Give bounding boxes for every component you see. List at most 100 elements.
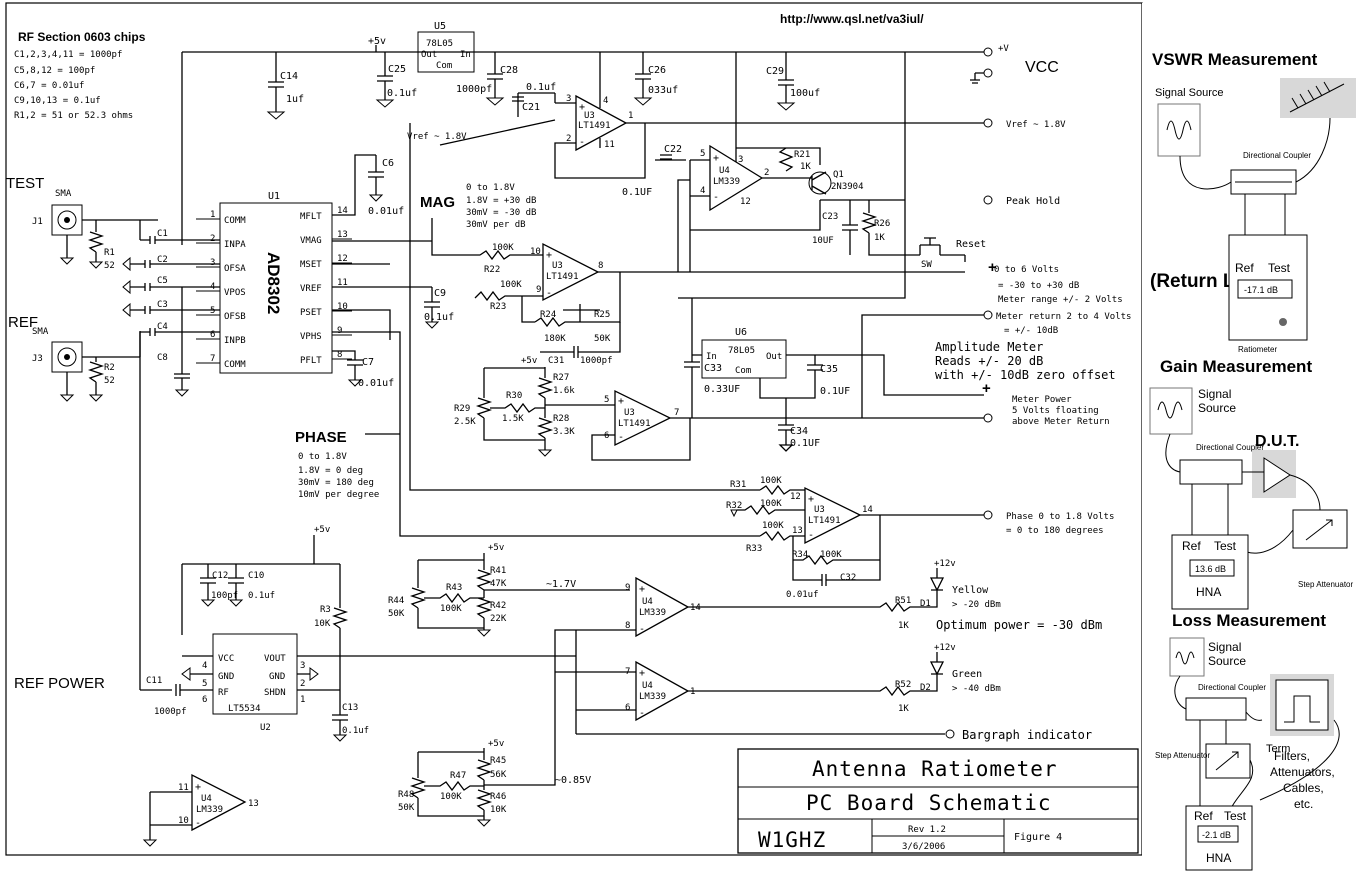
svg-text:U3: U3 (552, 261, 563, 271)
svg-text:VOUT: VOUT (264, 654, 286, 664)
svg-text:Directional Coupler: Directional Coupler (1196, 443, 1264, 452)
svg-text:100K: 100K (440, 604, 462, 614)
svg-text:100uf: 100uf (790, 88, 820, 99)
svg-text:11: 11 (178, 783, 189, 793)
svg-text:Directional Coupler: Directional Coupler (1243, 151, 1311, 160)
svg-text:6: 6 (202, 695, 207, 705)
svg-text:180K: 180K (544, 334, 566, 344)
svg-text:-: - (618, 432, 624, 443)
svg-text:with +/- 10dB zero offset: with +/- 10dB zero offset (935, 368, 1116, 382)
svg-text:U2: U2 (260, 723, 271, 733)
svg-text:U5: U5 (434, 21, 446, 32)
svg-text:R34: R34 (792, 550, 808, 560)
svg-text:78L05: 78L05 (728, 346, 755, 356)
svg-text:C14: C14 (280, 71, 298, 82)
svg-text:J3: J3 (32, 354, 43, 364)
svg-text:U3: U3 (624, 408, 635, 418)
svg-text:R48: R48 (398, 790, 414, 800)
svg-text:TEST: TEST (6, 175, 44, 192)
svg-text:78L05: 78L05 (426, 39, 453, 49)
svg-text:1.8V = 0 deg: 1.8V = 0 deg (298, 466, 363, 476)
svg-text:R29: R29 (454, 404, 470, 414)
svg-text:~0.85V: ~0.85V (555, 775, 591, 786)
svg-text:R2: R2 (104, 363, 115, 373)
u1-pin-name: INPA (224, 240, 246, 250)
svg-text:-: - (195, 818, 201, 829)
svg-text:8: 8 (625, 621, 630, 631)
svg-text:C22: C22 (664, 144, 682, 155)
u1-pin-number: 2 (210, 234, 215, 244)
svg-text:Com: Com (735, 366, 751, 376)
svg-text:10mV per degree: 10mV per degree (298, 490, 379, 500)
svg-text:C10: C10 (248, 571, 264, 581)
svg-text:0.01uf: 0.01uf (368, 206, 404, 217)
svg-text:0 to 1.8V: 0 to 1.8V (298, 452, 347, 462)
svg-text:+: + (546, 250, 552, 261)
svg-text:10K: 10K (314, 619, 331, 629)
notes-line: R1,2 = 51 or 52.3 ohms (14, 111, 133, 121)
svg-text:Yellow: Yellow (952, 585, 989, 596)
u1-pin-number: 5 (210, 306, 215, 316)
svg-text:U4: U4 (642, 597, 653, 607)
svg-text:C28: C28 (500, 65, 518, 76)
svg-text:Meter return 2 to 4 Volts: Meter return 2 to 4 Volts (996, 312, 1131, 322)
svg-text:Signal Source: Signal Source (1155, 87, 1224, 99)
svg-text:R25: R25 (594, 310, 610, 320)
svg-text:2: 2 (764, 168, 769, 178)
svg-text:100K: 100K (492, 243, 514, 253)
svg-text:30mV per dB: 30mV per dB (466, 220, 526, 230)
svg-text:= 0 to 180 degrees: = 0 to 180 degrees (1006, 526, 1104, 536)
u1-pin-name: OFSB (224, 312, 246, 322)
svg-text:-: - (546, 288, 552, 299)
svg-text:033uf: 033uf (648, 85, 678, 96)
svg-text:> -40 dBm: > -40 dBm (952, 684, 1001, 694)
svg-text:LT1491: LT1491 (618, 419, 651, 429)
u1-pin-name: VREF (300, 284, 322, 294)
svg-text:+V: +V (998, 44, 1009, 54)
svg-text:D2: D2 (920, 683, 931, 693)
u4-led-drivers: +5v R41 47K R42 22K R44 50K R43 100K ~1.… (388, 543, 1102, 827)
u1-pin-number: 3 (210, 258, 215, 268)
svg-text:Optimum power = -30 dBm: Optimum power = -30 dBm (936, 618, 1102, 632)
svg-text:+: + (618, 396, 624, 407)
svg-text:0 to 1.8V: 0 to 1.8V (466, 183, 515, 193)
svg-text:C6: C6 (382, 158, 394, 169)
svg-text:SMA: SMA (55, 189, 72, 199)
svg-text:Reset: Reset (956, 239, 986, 250)
svg-text:C4: C4 (157, 322, 168, 332)
title-line-2: PC Board Schematic (806, 791, 1052, 815)
svg-text:= +/- 10dB: = +/- 10dB (1004, 326, 1058, 336)
svg-text:+5v: +5v (488, 739, 504, 749)
svg-text:+5v: +5v (314, 525, 330, 535)
svg-text:3: 3 (300, 661, 305, 671)
svg-text:R21: R21 (794, 150, 810, 160)
svg-text:U4: U4 (201, 794, 212, 804)
svg-text:6: 6 (625, 703, 630, 713)
svg-text:+: + (639, 584, 645, 595)
svg-text:RF: RF (218, 688, 229, 698)
u1-pin-name: COMM (224, 216, 246, 226)
svg-text:LT1491: LT1491 (546, 272, 579, 282)
svg-text:C35: C35 (820, 364, 838, 375)
svg-text:Filters,: Filters, (1274, 749, 1310, 763)
svg-text:13: 13 (248, 799, 259, 809)
svg-text:Source: Source (1208, 654, 1246, 668)
svg-text:+: + (579, 102, 585, 113)
svg-text:C23: C23 (822, 212, 838, 222)
svg-text:VCC: VCC (218, 654, 234, 664)
svg-text:10K: 10K (490, 805, 507, 815)
svg-text:R3: R3 (320, 605, 331, 615)
svg-text:Term: Term (1266, 743, 1290, 755)
svg-text:47K: 47K (490, 579, 507, 589)
svg-text:0.1UF: 0.1UF (622, 187, 652, 198)
svg-text:R23: R23 (490, 302, 506, 312)
svg-text:100K: 100K (760, 499, 782, 509)
svg-text:U6: U6 (735, 327, 747, 338)
svg-text:C7: C7 (362, 357, 374, 368)
svg-text:0.1UF: 0.1UF (820, 386, 850, 397)
u1-pin-name: VMAG (300, 236, 322, 246)
svg-text:1: 1 (690, 687, 695, 697)
svg-text:4: 4 (202, 661, 207, 671)
svg-text:REF: REF (8, 314, 38, 331)
svg-text:C29: C29 (766, 66, 784, 77)
